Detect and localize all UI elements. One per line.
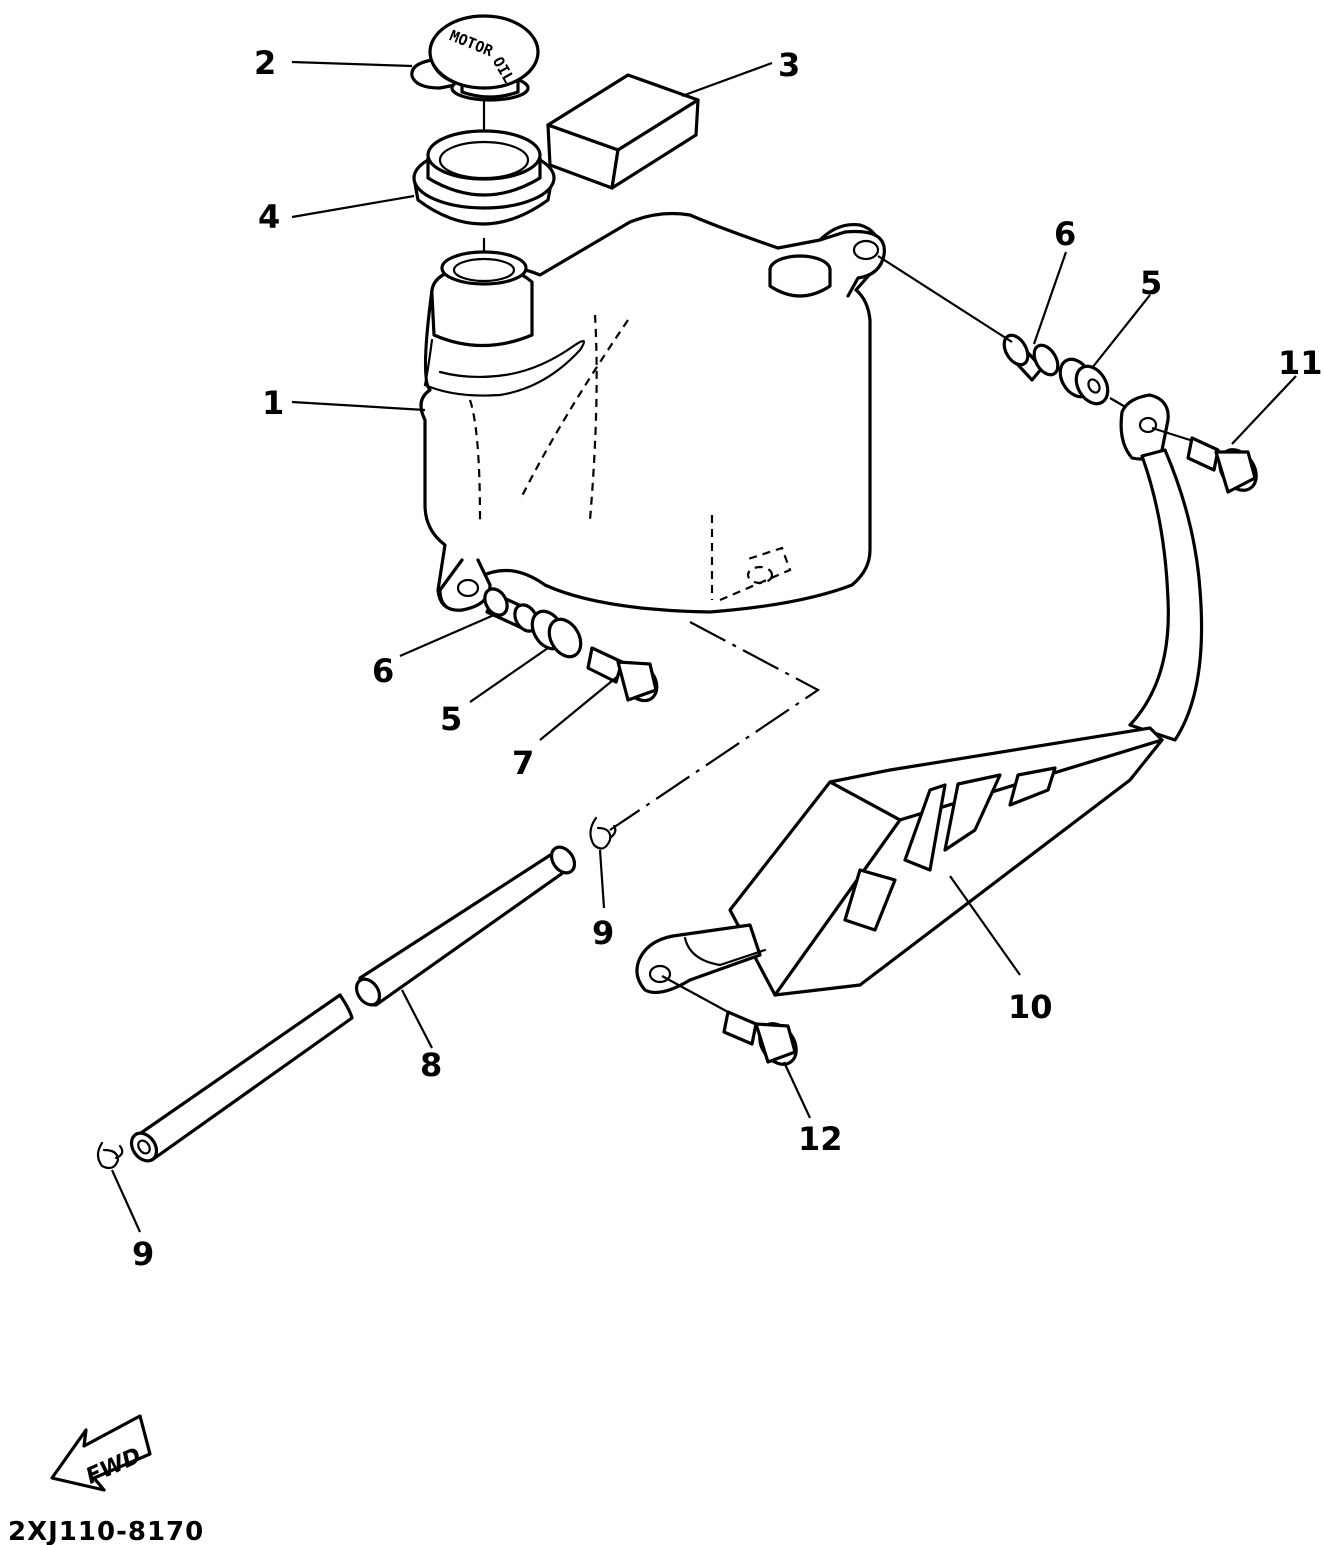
callout-2: 2: [254, 44, 276, 82]
callout-leaders: [110, 60, 1297, 1233]
seal-ring-part: [412, 129, 556, 226]
bolt-part-7: [586, 646, 659, 703]
clip-part-lower: [96, 1141, 124, 1170]
bolt-part-11: [1151, 426, 1258, 494]
drawing-code: 2XJ110-8170: [8, 1517, 204, 1545]
callout-7: 7: [512, 744, 534, 782]
callout-1: 1: [262, 384, 284, 422]
forward-direction-arrow: FWD: [50, 1414, 152, 1492]
callout-10: 10: [1008, 988, 1053, 1026]
foam-block-part: [546, 73, 700, 190]
callout-5-right: 5: [1140, 264, 1162, 302]
callout-9-lower: 9: [132, 1235, 154, 1273]
damper-part-left: [530, 609, 583, 659]
callout-4: 4: [258, 198, 280, 236]
clip-part-upper: [589, 816, 617, 850]
callout-11: 11: [1278, 344, 1323, 382]
callout-6-right: 6: [1054, 215, 1076, 253]
callout-labels: 1 2 3 4 5 5 6 6 7 8 9 9 10 11 12: [132, 44, 1323, 1273]
callout-6-left: 6: [372, 652, 394, 690]
filler-cap-part: MOTOR OIL: [410, 14, 540, 102]
callout-8: 8: [420, 1046, 442, 1084]
hose-part: [129, 845, 577, 1163]
callout-12: 12: [798, 1120, 843, 1158]
callout-3: 3: [778, 46, 800, 84]
collar-part-right: [1002, 333, 1060, 382]
collar-part-left: [483, 587, 539, 633]
bracket-part: [635, 393, 1204, 997]
callout-5-left: 5: [440, 700, 462, 738]
callout-9-upper: 9: [592, 914, 614, 952]
oil-tank-part: [419, 211, 886, 614]
damper-part-right: [1058, 357, 1110, 406]
bolt-part-12: [661, 975, 798, 1066]
